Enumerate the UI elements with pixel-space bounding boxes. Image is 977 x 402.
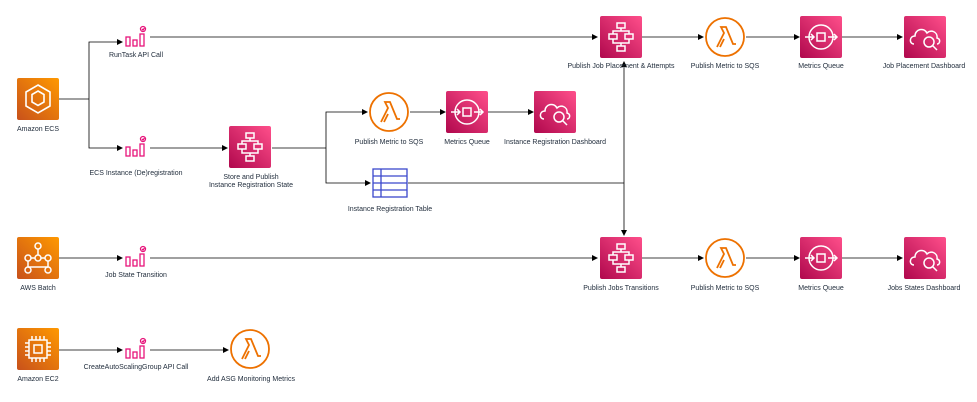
sqs-icon[interactable] bbox=[446, 91, 488, 133]
ecs-icon[interactable] bbox=[17, 78, 59, 120]
cloudwatch-dashboard-icon[interactable] bbox=[534, 91, 576, 133]
jobs-states-dashboard-label: Jobs States Dashboard bbox=[887, 285, 961, 292]
batch-label: AWS Batch bbox=[20, 285, 56, 292]
runtask-label: RunTask API Call bbox=[108, 52, 164, 59]
edge-store-to-lambda bbox=[325, 109, 368, 148]
lambda-icon[interactable] bbox=[368, 91, 410, 133]
add-asg-metrics-label: Add ASG Monitoring Metrics bbox=[207, 376, 295, 383]
publish-metric-bottom-label: Publish Metric to SQS bbox=[690, 285, 760, 292]
job-placement-dashboard-label: Job Placement Dashboard bbox=[882, 63, 966, 70]
sqs-icon[interactable] bbox=[800, 237, 842, 279]
ec2-label: Amazon EC2 bbox=[17, 376, 59, 383]
edge-store-to-table bbox=[325, 148, 371, 186]
cloudwatch-dashboard-icon[interactable] bbox=[904, 16, 946, 58]
ec2-icon[interactable] bbox=[17, 328, 59, 370]
ecs-label: Amazon ECS bbox=[16, 126, 60, 133]
step-functions-icon[interactable] bbox=[229, 126, 271, 168]
ecs-instance-event-label: ECS Instance (De)registration bbox=[89, 170, 183, 177]
lambda-icon[interactable] bbox=[704, 16, 746, 58]
lambda-icon[interactable] bbox=[229, 328, 271, 370]
store-publish-label-line1: Store and Publish bbox=[223, 174, 279, 181]
publish-metric-mid-label: Publish Metric to SQS bbox=[354, 139, 424, 146]
step-functions-icon[interactable] bbox=[600, 16, 642, 58]
metrics-queue-top-label: Metrics Queue bbox=[798, 63, 844, 70]
edge-ecs-to-instance-event bbox=[88, 99, 123, 151]
metrics-queue-bottom-label: Metrics Queue bbox=[798, 285, 844, 292]
eventbridge-event-icon[interactable] bbox=[124, 337, 148, 361]
sqs-icon[interactable] bbox=[800, 16, 842, 58]
eventbridge-event-icon[interactable] bbox=[124, 25, 148, 49]
create-asg-event-label: CreateAutoScalingGroup API Call bbox=[83, 364, 189, 371]
job-state-event-label: Job State Transition bbox=[105, 272, 167, 279]
store-publish-label-line2: Instance Registration State bbox=[208, 182, 294, 189]
eventbridge-event-icon[interactable] bbox=[124, 245, 148, 269]
instance-reg-dashboard-label: Instance Registration Dashboard bbox=[504, 139, 606, 146]
metrics-queue-mid-label: Metrics Queue bbox=[444, 139, 490, 146]
edge-ecs-to-runtask bbox=[88, 39, 123, 99]
batch-icon[interactable] bbox=[17, 237, 59, 279]
publish-job-placement-label: Publish Job Placement & Attempts bbox=[567, 63, 675, 70]
lambda-icon[interactable] bbox=[704, 237, 746, 279]
publish-jobs-transitions-label: Publish Jobs Transitions bbox=[583, 285, 659, 292]
dynamodb-table-icon[interactable] bbox=[372, 168, 408, 198]
eventbridge-event-icon[interactable] bbox=[124, 135, 148, 159]
publish-metric-top-label: Publish Metric to SQS bbox=[690, 63, 760, 70]
cloudwatch-dashboard-icon[interactable] bbox=[904, 237, 946, 279]
step-functions-icon[interactable] bbox=[600, 237, 642, 279]
instance-reg-table-label: Instance Registration Table bbox=[347, 206, 433, 213]
